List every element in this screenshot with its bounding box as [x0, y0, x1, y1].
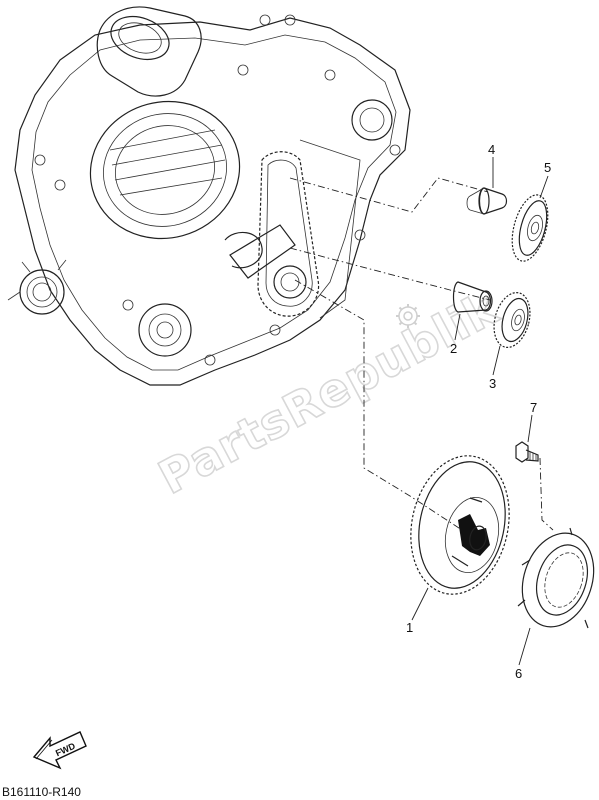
watermark: PartsRepublik [149, 280, 508, 506]
part-5-callout[interactable]: 5 [544, 160, 551, 175]
part-4-callout[interactable]: 4 [488, 142, 495, 157]
watermark-gear-icon [396, 304, 420, 328]
part-2-pin[interactable] [452, 281, 493, 313]
part-2-callout[interactable]: 2 [450, 341, 457, 356]
diagram-code: B161110-R140 [2, 785, 81, 799]
watermark-text: PartsRepublik [150, 280, 508, 504]
crankcase-illustration [7, 6, 411, 386]
part-7-callout[interactable]: 7 [530, 400, 537, 415]
part-3-idler-gear[interactable] [488, 289, 535, 352]
part-5-idler-gear[interactable] [506, 191, 555, 265]
fwd-arrow-icon: FWD [32, 731, 87, 770]
part-6-one-way-clutch[interactable] [511, 524, 599, 636]
part-1-starter-clutch-gear[interactable] [398, 447, 521, 604]
part-3-callout[interactable]: 3 [489, 376, 496, 391]
part-4-pin[interactable] [466, 187, 508, 215]
part-6-callout[interactable]: 6 [515, 666, 522, 681]
part-7-bolt[interactable] [515, 441, 539, 463]
part-1-callout[interactable]: 1 [406, 620, 413, 635]
callout-leaders [411, 157, 549, 666]
assembly-axis-lines [289, 177, 554, 531]
